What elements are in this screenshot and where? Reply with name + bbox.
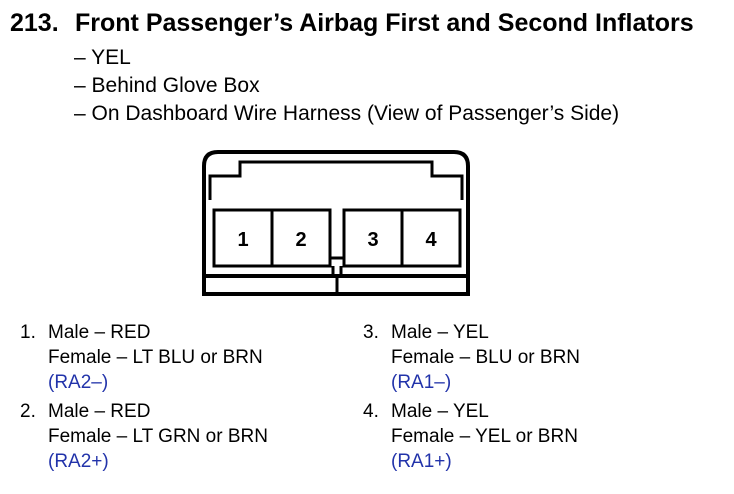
pin-label-2: 2	[295, 229, 306, 251]
pin-label-3: 3	[367, 229, 378, 251]
pin-code: (RA2–)	[48, 372, 109, 393]
section-number: 213.	[10, 9, 59, 37]
pin-male: Male – YEL	[391, 322, 489, 343]
pin-entry-3: 3. Male – YEL Female – BLU or BRN (RA1–)	[363, 320, 580, 395]
pin-female: Female – YEL or BRN	[391, 426, 578, 447]
connector-center-key	[328, 256, 346, 278]
pin-list-left: 1. Male – RED Female – LT BLU or BRN (RA…	[20, 320, 268, 478]
pin-number: 4.	[363, 401, 379, 422]
pin-label-4: 4	[425, 229, 437, 251]
pin-male: Male – RED	[48, 401, 151, 422]
connector-details: – YEL – Behind Glove Box – On Dashboard …	[74, 44, 619, 128]
pin-code: (RA1+)	[391, 451, 452, 472]
section-title: Front Passenger’s Airbag First and Secon…	[75, 9, 694, 37]
pin-female: Female – BLU or BRN	[391, 347, 581, 368]
page-title: 213. Front Passenger’s Airbag First and S…	[10, 8, 694, 38]
pin-female: Female – LT GRN or BRN	[48, 426, 268, 447]
pin-male: Male – YEL	[391, 401, 489, 422]
connector-diagram: 1 2 3 4	[202, 150, 470, 296]
detail-harness: – On Dashboard Wire Harness (View of Pas…	[74, 102, 620, 125]
pin-cavity-2	[270, 208, 332, 268]
pin-number: 2.	[20, 401, 36, 422]
pin-label-1: 1	[237, 229, 248, 251]
connector-lock-contour	[208, 160, 464, 200]
pin-code: (RA1–)	[391, 372, 452, 393]
detail-color: – YEL	[74, 46, 131, 69]
detail-location: – Behind Glove Box	[74, 74, 260, 97]
pin-entry-4: 4. Male – YEL Female – YEL or BRN (RA1+)	[363, 399, 580, 474]
pin-number: 1.	[20, 322, 36, 343]
pin-entry-2: 2. Male – RED Female – LT GRN or BRN (RA…	[20, 399, 268, 474]
pin-number: 3.	[363, 322, 379, 343]
pin-list-right: 3. Male – YEL Female – BLU or BRN (RA1–)…	[363, 320, 580, 478]
pin-code: (RA2+)	[48, 451, 109, 472]
pin-entry-1: 1. Male – RED Female – LT BLU or BRN (RA…	[20, 320, 268, 395]
pin-male: Male – RED	[48, 322, 151, 343]
pin-female: Female – LT BLU or BRN	[48, 347, 263, 368]
connector-housing	[202, 150, 470, 296]
pin-cavity-4	[400, 208, 462, 268]
